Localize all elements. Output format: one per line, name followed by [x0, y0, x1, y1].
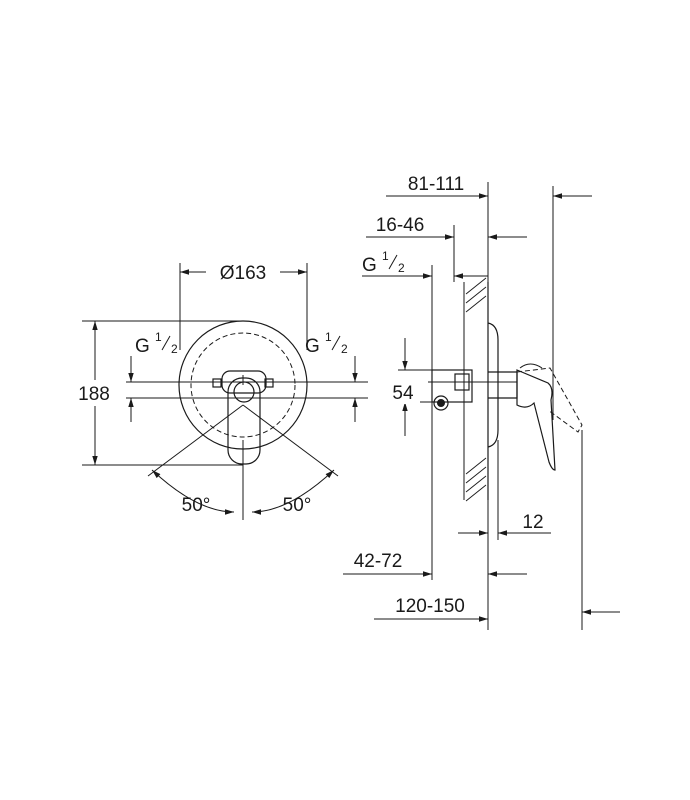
handle-side-body	[488, 371, 518, 399]
body-port	[433, 395, 449, 411]
wall-hatch-line	[465, 475, 487, 493]
dim-16-46-label: 16-46	[376, 215, 425, 236]
lever-base-right	[264, 378, 274, 388]
diameter-label: Ø163	[220, 263, 266, 284]
front-view: Ø163 188 G 1 2 G 1 2 50° 50°	[74, 260, 368, 520]
angle-arc-right	[251, 469, 335, 515]
body-port-inner	[437, 399, 445, 407]
handle-side-lever	[516, 369, 556, 471]
handle-side-lever-line	[519, 363, 543, 369]
wall-hatching	[465, 277, 487, 502]
side-view: 81-111 16-46 G 1 2 54 12 42-72	[343, 174, 620, 630]
svg-text:1: 1	[325, 330, 332, 344]
wall-hatch-line	[465, 286, 487, 304]
dim-54-label: 54	[392, 383, 414, 404]
svg-text:G: G	[305, 336, 320, 357]
angle-arc-left	[151, 469, 235, 515]
lever-base	[212, 378, 222, 388]
svg-text:G: G	[135, 336, 150, 357]
thread-label-side: G 1 2	[362, 249, 405, 276]
dim-42-72-label: 42-72	[354, 551, 403, 572]
angle-left-label: 50°	[182, 495, 211, 516]
svg-text:G: G	[362, 255, 377, 276]
lever-top	[221, 370, 267, 394]
svg-text:1: 1	[155, 330, 162, 344]
dim-120-150-label: 120-150	[395, 596, 465, 617]
handle-raised-position	[516, 367, 583, 433]
svg-text:2: 2	[398, 261, 405, 275]
dim-12-label: 12	[522, 512, 543, 533]
svg-text:2: 2	[171, 342, 178, 356]
angle-line-left	[147, 404, 244, 477]
wall-hatch-line	[465, 457, 487, 475]
wall-hatch-line	[465, 277, 487, 295]
wall-hatch-line	[465, 295, 487, 313]
svg-text:2: 2	[341, 342, 348, 356]
dim-81-111-label: 81-111	[408, 174, 464, 195]
lever-cap	[233, 381, 255, 403]
height-label: 188	[78, 384, 110, 405]
svg-text:1: 1	[382, 249, 389, 263]
rosette-side	[487, 322, 499, 448]
lever-handle	[227, 377, 261, 465]
handle-rotation-circle	[190, 332, 296, 438]
wall-hatch-line	[465, 466, 487, 484]
thread-label-left: G 1 2	[135, 330, 178, 357]
thread-label-right: G 1 2	[305, 330, 348, 357]
angle-line-right	[242, 404, 339, 477]
angle-right-label: 50°	[283, 495, 312, 516]
wall-hatch-line	[465, 484, 487, 502]
